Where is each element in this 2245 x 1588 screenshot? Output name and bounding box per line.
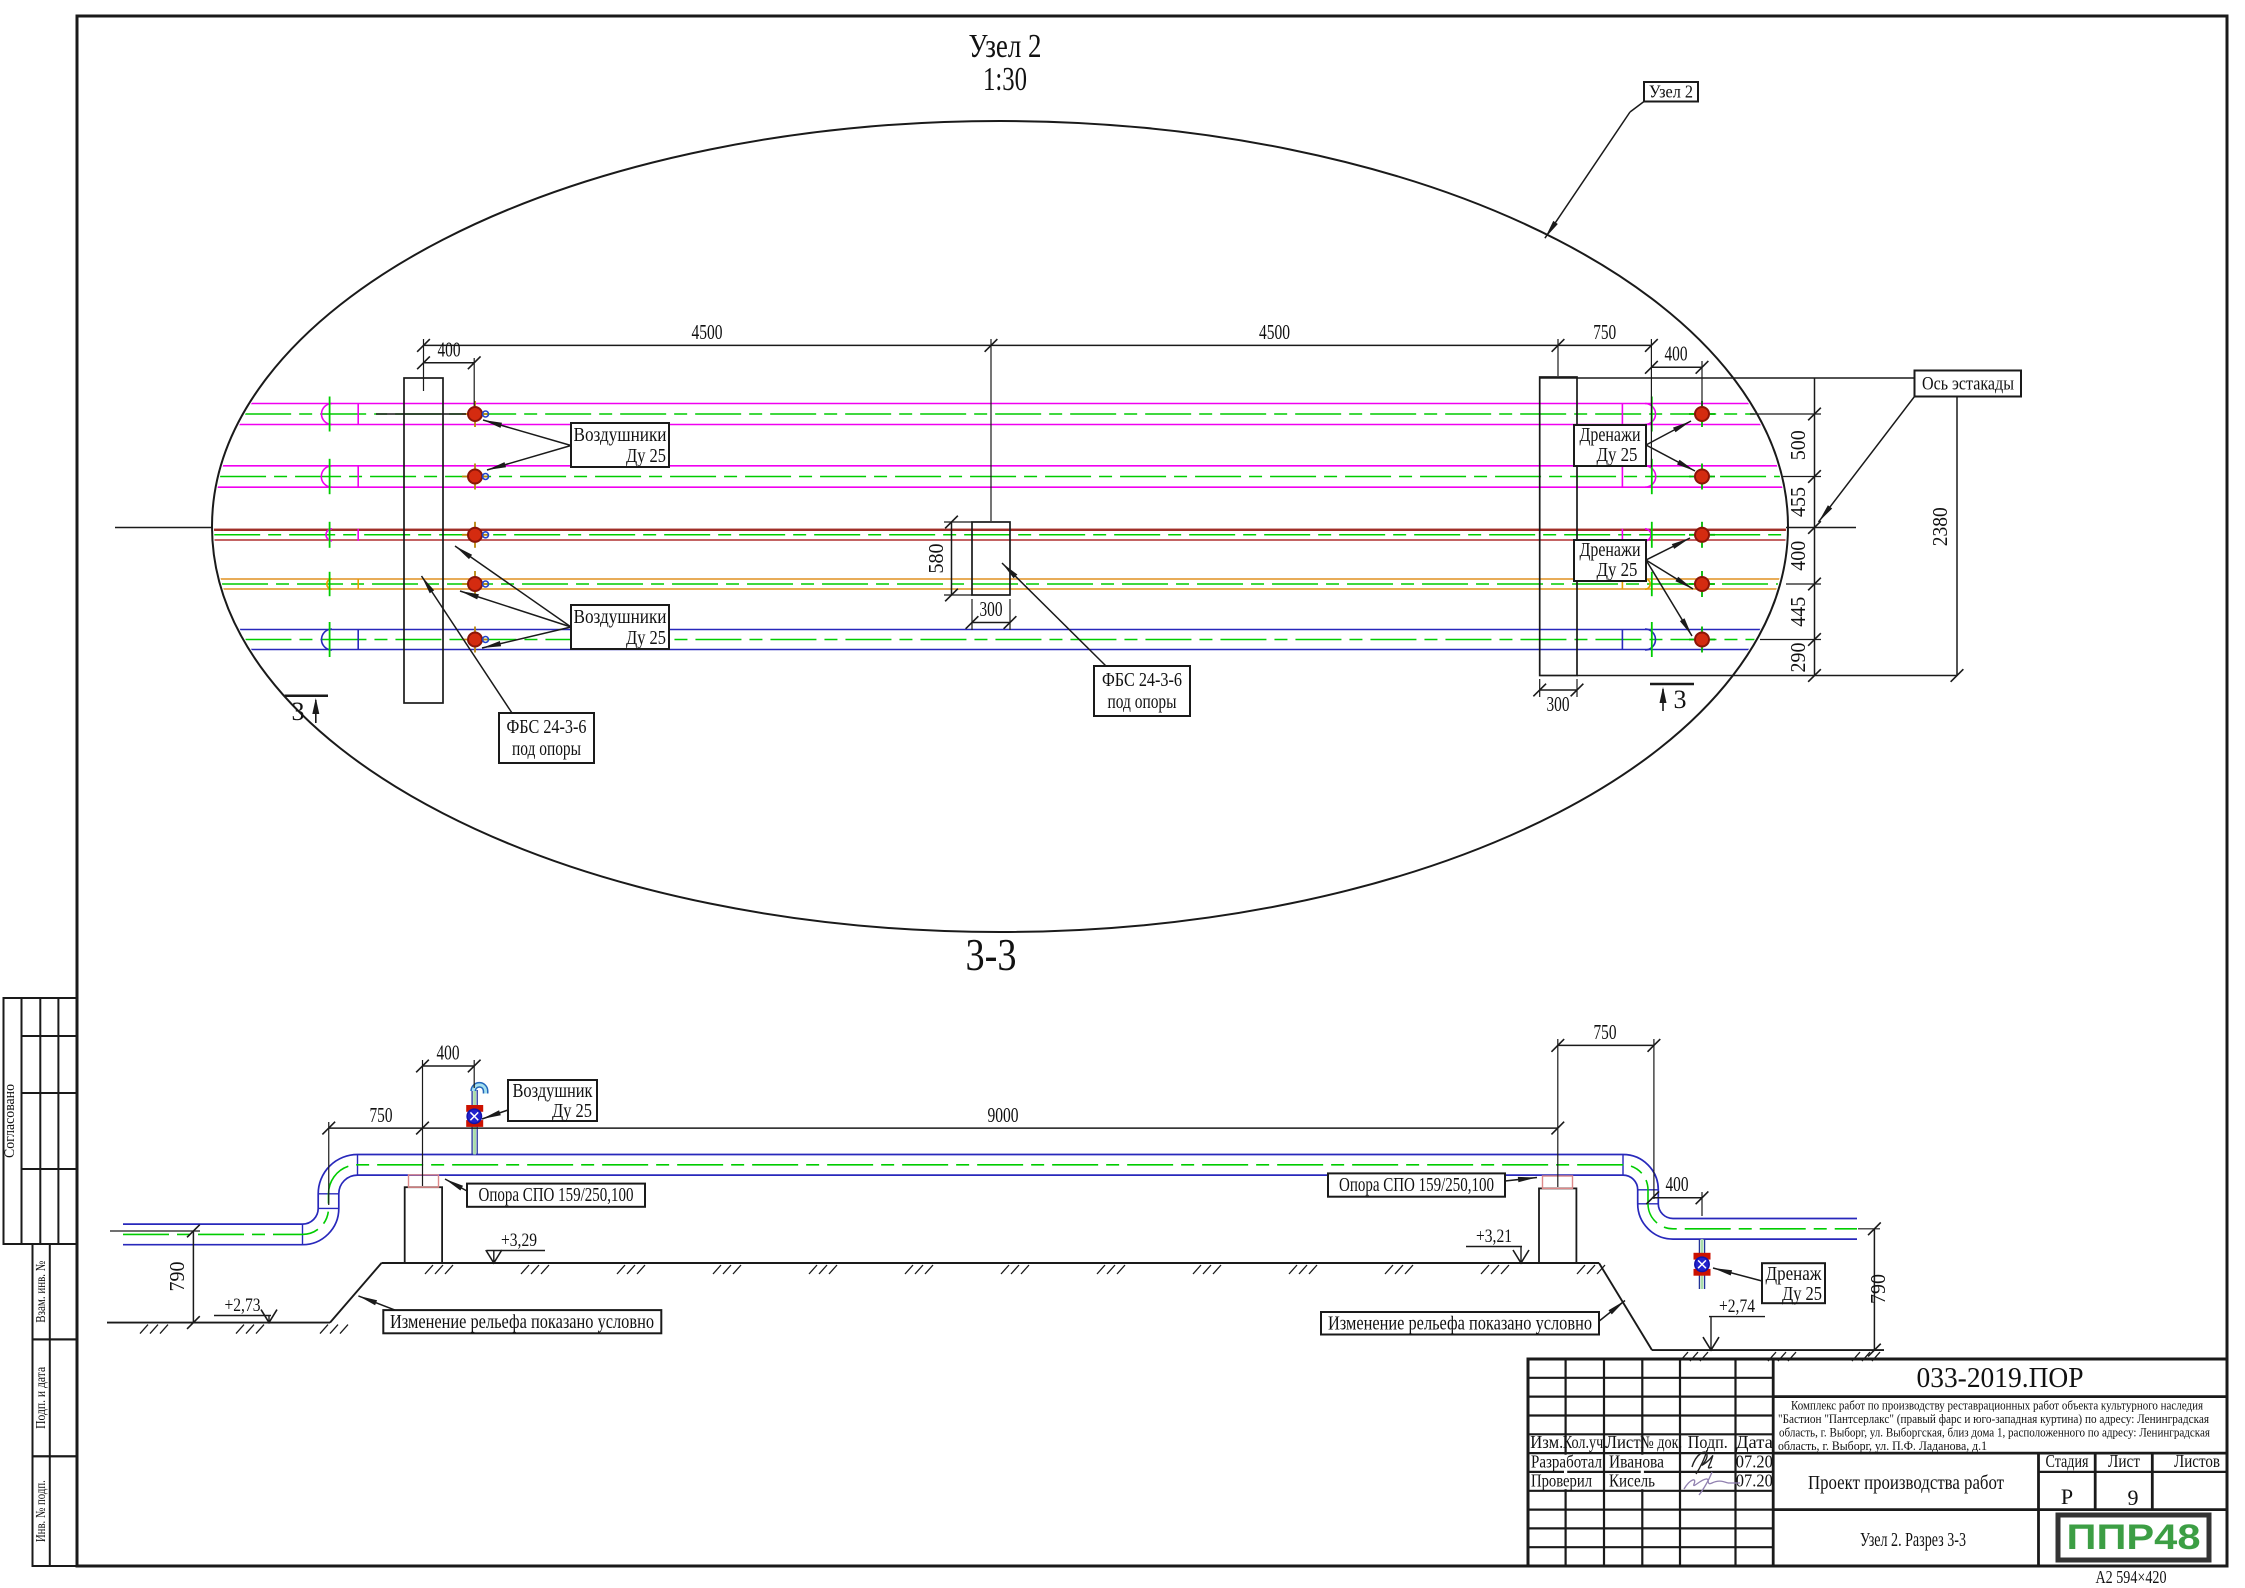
svg-text:Кисель: Кисель: [1609, 1470, 1655, 1490]
svg-text:№ док.: № док.: [1640, 1432, 1682, 1452]
svg-text:ФБС 24-3-6: ФБС 24-3-6: [507, 716, 587, 738]
svg-text:Воздушники: Воздушники: [574, 424, 667, 446]
svg-text:400: 400: [437, 1041, 460, 1065]
svg-text:445: 445: [1786, 597, 1810, 627]
svg-text:область, г. Выборг, ул. П.Ф. Л: область, г. Выборг, ул. П.Ф. Ладанова, д…: [1778, 1438, 1987, 1453]
svg-text:Опора СПО 159/250,100: Опора СПО 159/250,100: [479, 1184, 634, 1206]
svg-text:3-3: 3-3: [966, 929, 1017, 980]
svg-text:Подп.: Подп.: [1688, 1432, 1728, 1452]
svg-text:+2,73: +2,73: [225, 1295, 261, 1316]
svg-text:790: 790: [1866, 1274, 1890, 1304]
svg-text:07.20: 07.20: [1736, 1470, 1773, 1490]
svg-text:033-2019.ПОР: 033-2019.ПОР: [1917, 1362, 2084, 1394]
svg-text:Опора СПО 159/250,100: Опора СПО 159/250,100: [1339, 1174, 1494, 1196]
svg-text:Узел 2: Узел 2: [969, 28, 1042, 65]
svg-text:Изменение рельефа показано усл: Изменение рельефа показано условно: [1328, 1313, 1592, 1335]
svg-text:Ду 25: Ду 25: [1597, 559, 1638, 581]
svg-text:"Бастион "Пантсерлакс" (правый: "Бастион "Пантсерлакс" (правый фарс и юг…: [1778, 1411, 2209, 1426]
svg-text:Дата: Дата: [1736, 1432, 1773, 1452]
svg-text:Дренажи: Дренажи: [1580, 424, 1641, 446]
svg-text:Иванова: Иванова: [1609, 1451, 1664, 1471]
svg-text:под опоры: под опоры: [512, 738, 581, 760]
svg-text:Ду 25: Ду 25: [552, 1100, 592, 1122]
svg-text:Р: Р: [2061, 1484, 2073, 1509]
svg-text:Ду 25: Ду 25: [1597, 444, 1638, 466]
svg-text:Лист: Лист: [1606, 1432, 1641, 1452]
svg-text:Воздушники: Воздушники: [574, 606, 667, 628]
svg-text:400: 400: [1666, 1172, 1689, 1196]
svg-text:300: 300: [980, 597, 1003, 621]
svg-text:Ось эстакады: Ось эстакады: [1922, 374, 2014, 395]
svg-text:400: 400: [1665, 342, 1688, 366]
svg-text:Согласовано: Согласовано: [2, 1084, 18, 1158]
svg-text:290: 290: [1786, 643, 1810, 673]
svg-text:Воздушник: Воздушник: [513, 1080, 593, 1102]
svg-text:под опоры: под опоры: [1108, 691, 1177, 713]
svg-text:500: 500: [1786, 430, 1810, 460]
svg-text:300: 300: [1547, 692, 1570, 716]
svg-text:3: 3: [292, 697, 305, 726]
svg-text:Ду 25: Ду 25: [626, 627, 666, 649]
svg-text:Листов: Листов: [2174, 1451, 2220, 1471]
svg-text:Стадия: Стадия: [2046, 1451, 2089, 1471]
svg-text:ППР48: ППР48: [2067, 1518, 2201, 1557]
svg-text:4500: 4500: [1259, 320, 1290, 344]
svg-text:Комплекс работ по производству: Комплекс работ по производству реставрац…: [1791, 1398, 2203, 1413]
svg-text:9000: 9000: [988, 1103, 1019, 1127]
svg-text:Ду 25: Ду 25: [1782, 1283, 1822, 1305]
svg-text:Проект производства работ: Проект производства работ: [1808, 1472, 2004, 1494]
svg-text:Взам. инв. №: Взам. инв. №: [34, 1261, 49, 1323]
svg-text:Кол.уч.: Кол.уч.: [1563, 1432, 1607, 1452]
svg-text:750: 750: [370, 1103, 393, 1127]
svg-text:Ду 25: Ду 25: [626, 445, 666, 467]
svg-text:Узел 2: Узел 2: [1649, 82, 1693, 102]
svg-text:4500: 4500: [692, 320, 723, 344]
svg-text:+3,29: +3,29: [501, 1230, 537, 1251]
svg-text:Дренажи: Дренажи: [1580, 539, 1641, 561]
svg-text:Проверил: Проверил: [1531, 1470, 1592, 1490]
svg-text:ФБС 24-3-6: ФБС 24-3-6: [1102, 669, 1182, 691]
svg-text:Дренаж: Дренаж: [1766, 1263, 1822, 1285]
svg-text:790: 790: [165, 1262, 189, 1292]
svg-text:9: 9: [2128, 1485, 2139, 1510]
svg-text:+2,74: +2,74: [1719, 1296, 1755, 1317]
svg-text:580: 580: [924, 544, 948, 574]
svg-text:Разработал: Разработал: [1531, 1451, 1602, 1471]
svg-text:Изм.: Изм.: [1530, 1432, 1563, 1452]
svg-text:3: 3: [1674, 685, 1687, 714]
svg-text:07.20: 07.20: [1736, 1451, 1773, 1471]
svg-text:А2 594×420: А2 594×420: [2096, 1567, 2167, 1587]
svg-text:750: 750: [1593, 320, 1616, 344]
svg-text:Инв. № подп.: Инв. № подп.: [34, 1480, 49, 1542]
svg-text:400: 400: [1786, 541, 1810, 571]
svg-text:область, г. Выборг, ул. Выборг: область, г. Выборг, ул. Выборгская, близ…: [1779, 1425, 2210, 1440]
svg-text:2380: 2380: [1928, 507, 1952, 546]
svg-text:Подп. и дата: Подп. и дата: [34, 1366, 49, 1429]
svg-text:+3,21: +3,21: [1476, 1226, 1512, 1247]
svg-text:750: 750: [1594, 1020, 1617, 1044]
svg-text:Узел 2. Разрез 3-3: Узел 2. Разрез 3-3: [1860, 1530, 1966, 1551]
svg-text:455: 455: [1786, 487, 1810, 517]
svg-text:1:30: 1:30: [983, 61, 1027, 98]
svg-text:400: 400: [438, 338, 461, 362]
svg-text:Изменение рельефа показано усл: Изменение рельефа показано условно: [390, 1311, 654, 1333]
svg-text:Лист: Лист: [2108, 1451, 2140, 1471]
